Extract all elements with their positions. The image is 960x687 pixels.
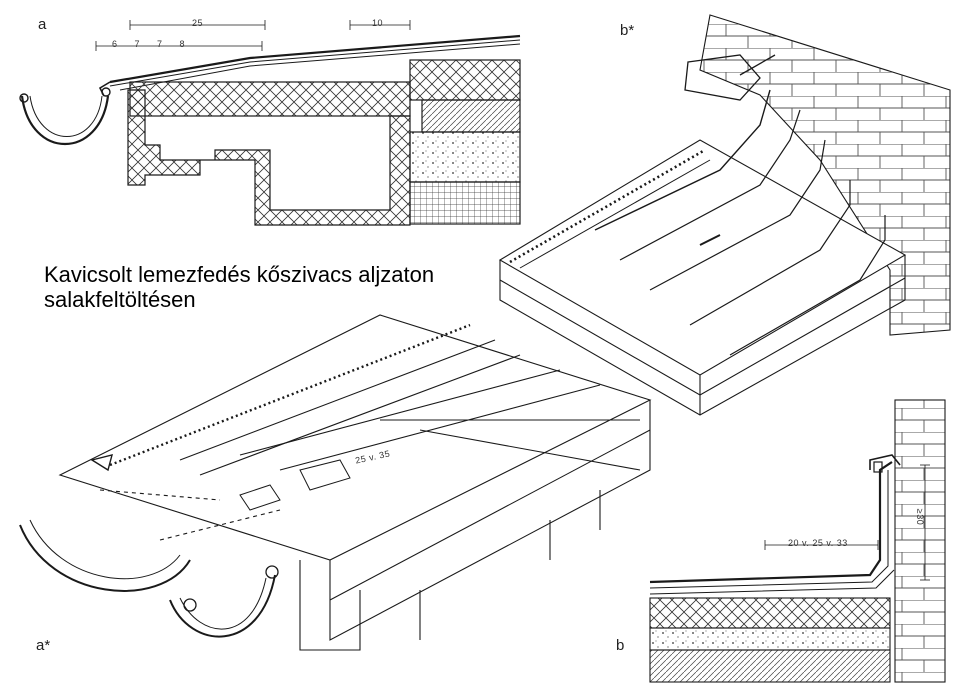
dim-b-height: ≥30: [915, 508, 926, 526]
dim-b-width: 20 v. 25 v. 33: [788, 538, 848, 548]
section-a-eaves: [19, 20, 521, 226]
caption-line-2: salakfeltöltésen: [44, 287, 196, 312]
panel-label-b: b: [616, 637, 625, 654]
panel-label-b-star: b*: [620, 22, 635, 39]
panel-label-a-star: a*: [36, 637, 51, 654]
dim-a-top-left: 25: [192, 18, 204, 28]
dim-a-second-row: 6 7 7 8: [112, 39, 186, 49]
figure-caption: Kavicsolt lemezfedés kőszivacs aljzaton …: [44, 262, 434, 312]
panel-label-a: a: [38, 16, 47, 33]
isometric-a-star-eaves: [19, 314, 652, 651]
caption-line-1: Kavicsolt lemezfedés kőszivacs aljzaton: [44, 262, 435, 287]
section-b-abutment: [649, 399, 946, 683]
isometric-b-star-abutment: [498, 14, 951, 416]
dim-a-top-right: 10: [372, 18, 384, 28]
